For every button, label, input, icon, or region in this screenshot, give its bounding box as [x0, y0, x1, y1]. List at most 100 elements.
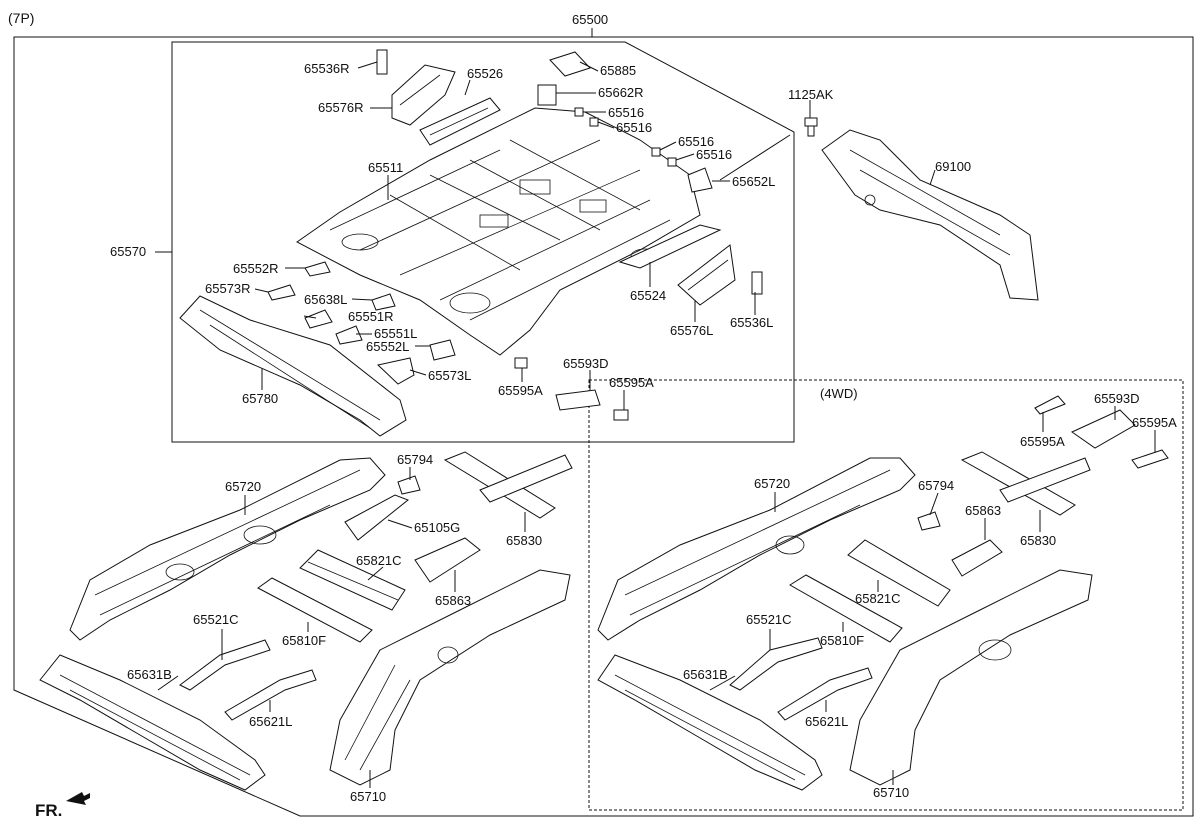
- part-65720-4wd: [597, 457, 916, 641]
- label-65652L[interactable]: 65652L: [732, 174, 775, 189]
- label-65631B[interactable]: 65631B: [127, 667, 172, 682]
- part-65551R: [304, 309, 333, 329]
- part-65576R: [391, 64, 456, 126]
- part-65595A-a: [514, 357, 528, 369]
- part-65521C-2wd: [179, 639, 271, 691]
- part-65821C-4wd: [847, 539, 951, 607]
- part-69100: [821, 129, 1039, 301]
- label-65720[interactable]: 65720: [225, 479, 261, 494]
- part-65652L: [687, 167, 713, 193]
- part-65576L: [677, 244, 736, 306]
- label-65524[interactable]: 65524: [630, 288, 666, 303]
- label-65595A-a[interactable]: 65595A: [498, 383, 543, 398]
- label-65638L[interactable]: 65638L: [304, 292, 347, 307]
- label-4wd-65794[interactable]: 65794: [918, 478, 954, 493]
- outer-assembly-frame: [13, 36, 1194, 817]
- label-4wd-65863[interactable]: 65863: [965, 503, 1001, 518]
- label-65780[interactable]: 65780: [242, 391, 278, 406]
- label-65570[interactable]: 65570: [110, 244, 146, 259]
- part-65662R: [537, 84, 557, 106]
- label-65863[interactable]: 65863: [435, 593, 471, 608]
- label-65536R[interactable]: 65536R: [304, 61, 350, 76]
- label-65536L[interactable]: 65536L: [730, 315, 773, 330]
- front-direction-indicator: FR.: [35, 792, 90, 820]
- label-65516-b[interactable]: 65516: [616, 120, 652, 135]
- part-65720-2wd: [69, 457, 386, 641]
- label-65821C[interactable]: 65821C: [356, 553, 402, 568]
- label-65595A-b[interactable]: 65595A: [609, 375, 654, 390]
- front-arrow-icon: [66, 792, 90, 805]
- part-65821C-2wd: [299, 549, 406, 611]
- part-65552R: [304, 261, 331, 277]
- part-1125AK: [804, 117, 818, 137]
- label-65516-d[interactable]: 65516: [696, 147, 732, 162]
- part-65536L: [751, 271, 763, 295]
- label-4wd-65631B[interactable]: 65631B: [683, 667, 728, 682]
- variant-label: (7P): [8, 10, 34, 26]
- label-65794[interactable]: 65794: [397, 452, 433, 467]
- label-1125AK[interactable]: 1125AK: [788, 87, 834, 102]
- label-4wd-65621L[interactable]: 65621L: [805, 714, 848, 729]
- label-65573R[interactable]: 65573R: [205, 281, 251, 296]
- part-65526: [419, 97, 501, 146]
- part-65521C-4wd: [729, 637, 823, 691]
- part-65710-2wd: [329, 569, 571, 786]
- label-4wd-65830[interactable]: 65830: [1020, 533, 1056, 548]
- label-65662R[interactable]: 65662R: [598, 85, 644, 100]
- label-65526[interactable]: 65526: [467, 66, 503, 81]
- label-4wd-65710[interactable]: 65710: [873, 785, 909, 800]
- part-65830-2wd: [443, 451, 573, 519]
- label-65516-c[interactable]: 65516: [678, 134, 714, 149]
- label-69100[interactable]: 69100: [935, 159, 971, 174]
- label-65576L[interactable]: 65576L: [670, 323, 713, 338]
- part-65710-4wd: [849, 569, 1093, 786]
- label-65552L[interactable]: 65552L: [366, 339, 409, 354]
- part-65573R: [267, 284, 296, 301]
- part-65810F-2wd: [257, 577, 373, 643]
- label-4wd-65810F[interactable]: 65810F: [820, 633, 864, 648]
- label-65576R[interactable]: 65576R: [318, 100, 364, 115]
- label-65593D[interactable]: 65593D: [563, 356, 609, 371]
- label-4wd-65595A-a[interactable]: 65595A: [1020, 434, 1065, 449]
- label-65521C[interactable]: 65521C: [193, 612, 239, 627]
- label-65810F[interactable]: 65810F: [282, 633, 326, 648]
- label-65885[interactable]: 65885: [600, 63, 636, 78]
- label-65573L[interactable]: 65573L: [428, 368, 471, 383]
- label-4wd-65593D[interactable]: 65593D: [1094, 391, 1140, 406]
- part-65810F-4wd: [789, 574, 903, 643]
- part-65105G-2wd: [344, 494, 409, 541]
- part-65794-2wd: [397, 475, 421, 495]
- label-4wd-65720[interactable]: 65720: [754, 476, 790, 491]
- part-65830-4wd: [960, 451, 1091, 516]
- label-65830[interactable]: 65830: [506, 533, 542, 548]
- part-labels: 65536R 65576R 65526 65885 65662R 65516 6…: [110, 61, 1177, 804]
- label-65552R[interactable]: 65552R: [233, 261, 279, 276]
- part-65551L: [335, 325, 363, 345]
- label-65551L[interactable]: 65551L: [374, 326, 417, 341]
- part-65516-c: [651, 147, 661, 157]
- part-65595A-b: [613, 409, 629, 421]
- part-65593D: [555, 389, 601, 411]
- part-65573L: [376, 357, 415, 385]
- label-65105G[interactable]: 65105G: [414, 520, 460, 535]
- top-part-label[interactable]: 65500: [572, 12, 608, 27]
- part-65552L: [429, 339, 456, 361]
- label-4wd-65595A-b[interactable]: 65595A: [1132, 415, 1177, 430]
- leader-lines: [155, 61, 1156, 788]
- label-4wd-65821C[interactable]: 65821C: [855, 591, 901, 606]
- label-65621L[interactable]: 65621L: [249, 714, 292, 729]
- label-65551R[interactable]: 65551R: [348, 309, 394, 324]
- part-65631B-4wd: [597, 654, 823, 791]
- part-65516-a: [574, 107, 584, 117]
- part-65863-2wd: [414, 537, 481, 583]
- part-65516-b: [589, 117, 599, 127]
- label-4wd-65521C[interactable]: 65521C: [746, 612, 792, 627]
- 4wd-label: (4WD): [820, 386, 858, 401]
- part-65595A-4wd-a: [1034, 395, 1066, 415]
- label-65710[interactable]: 65710: [350, 789, 386, 804]
- 4wd-frame: [588, 379, 1184, 811]
- floor-panel-frame: [171, 41, 795, 443]
- part-65621L-2wd: [224, 669, 317, 721]
- label-65516-a[interactable]: 65516: [608, 105, 644, 120]
- label-65511[interactable]: 65511: [368, 160, 403, 175]
